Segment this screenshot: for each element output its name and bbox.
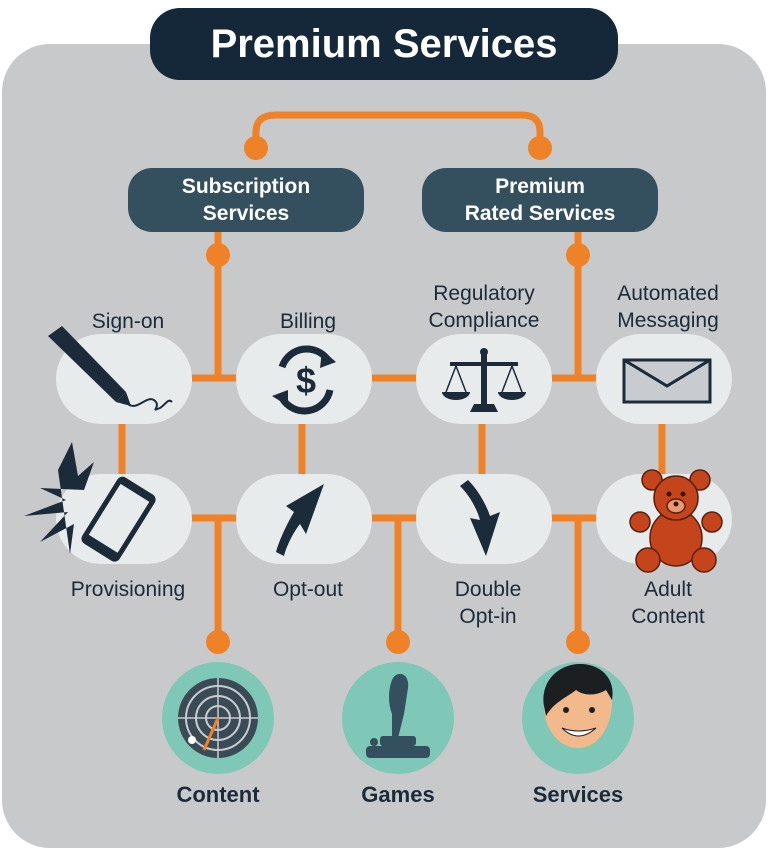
- phone-icon: [24, 442, 156, 562]
- billing-node: [236, 334, 372, 424]
- connector-dots: [206, 136, 590, 654]
- connector-dot: [566, 630, 590, 654]
- games-label: Games: [361, 782, 435, 807]
- sign-on-label: Sign-on: [91, 310, 165, 333]
- automated-messaging-line1: Automated: [617, 282, 719, 305]
- pen-icon: [48, 326, 173, 411]
- premium-rated-services-box: [422, 168, 658, 232]
- adult-content-label: Adult Content: [590, 576, 746, 630]
- connector-dot: [206, 630, 230, 654]
- page-title: Premium Services: [210, 22, 558, 66]
- adult-content-line2: Content: [631, 605, 705, 628]
- face-icon: [543, 664, 613, 748]
- double-opt-in-line2: Opt-in: [459, 605, 517, 628]
- teddy-bear-icon: [629, 469, 723, 573]
- svg-text:$: $: [296, 360, 316, 401]
- joystick-icon: [366, 673, 430, 758]
- double-opt-in-label: Double Opt-in: [410, 576, 566, 630]
- subscription-services-box: [128, 168, 364, 232]
- regulatory-compliance-line1: Regulatory: [433, 282, 535, 305]
- radar-icon: [178, 678, 258, 758]
- services-label: Services: [532, 782, 624, 807]
- regulatory-compliance-line2: Compliance: [428, 309, 540, 332]
- subscription-services-label: Subscription Services: [128, 173, 364, 227]
- connector-dot: [386, 630, 410, 654]
- provisioning-label: Provisioning: [70, 578, 186, 601]
- content-label: Content: [176, 782, 260, 807]
- arrow-up-icon: [276, 484, 324, 556]
- automated-messaging-line2: Messaging: [617, 309, 719, 332]
- title-banner: [150, 8, 618, 80]
- premium-rated-services-label: Premium Rated Services: [422, 173, 658, 227]
- premium-rated-services-line2: Rated Services: [464, 202, 616, 225]
- dollar-cycle-icon: $: [272, 345, 336, 415]
- regulatory-compliance-label: Regulatory Compliance: [402, 280, 566, 334]
- adult-content-line1: Adult: [644, 578, 692, 601]
- opt-out-label: Opt-out: [272, 578, 344, 601]
- connector-dot: [206, 243, 230, 267]
- double-opt-in-line1: Double: [454, 578, 522, 601]
- connector-dot: [244, 136, 268, 160]
- connector-dot: [528, 136, 552, 160]
- subscription-services-line2: Services: [202, 202, 290, 225]
- arrow-down-icon: [460, 480, 500, 556]
- premium-rated-services-line1: Premium: [495, 175, 585, 198]
- scales-icon: [442, 348, 526, 412]
- connector-dot: [566, 243, 590, 267]
- automated-messaging-label: Automated Messaging: [586, 280, 750, 334]
- billing-label: Billing: [279, 310, 337, 333]
- top-bracket-connector: [252, 111, 544, 149]
- subscription-services-line1: Subscription: [181, 175, 311, 198]
- envelope-icon: [622, 358, 712, 404]
